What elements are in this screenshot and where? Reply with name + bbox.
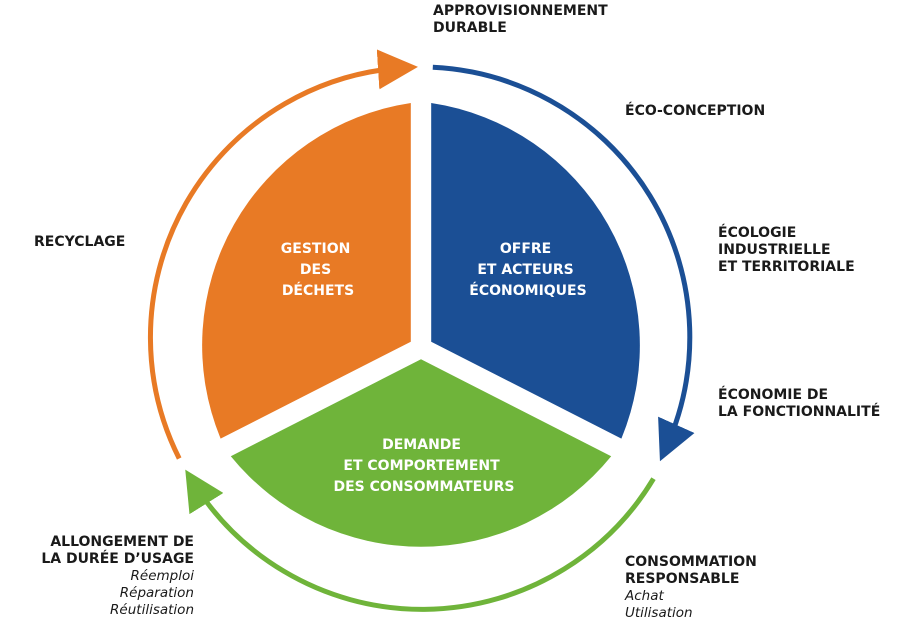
- segment-label-line: DÉCHETS: [282, 282, 354, 299]
- label-line: INDUSTRIELLE: [718, 242, 831, 258]
- label-subitem: Achat: [625, 588, 664, 604]
- segment-label-line: DES: [300, 262, 331, 278]
- label-line: ALLONGEMENT DE: [50, 534, 194, 550]
- segment-waste-management: [202, 103, 411, 439]
- segment-label-waste: GESTION DES DÉCHETS: [281, 241, 355, 299]
- segment-label-line: OFFRE: [500, 241, 551, 257]
- label-line: RECYCLAGE: [34, 234, 126, 250]
- segment-label-line: ET ACTEURS: [477, 262, 573, 278]
- label-line: DURABLE: [433, 20, 507, 36]
- label-line: LA DURÉE D’USAGE: [41, 551, 194, 567]
- label-line: CONSOMMATION: [625, 554, 757, 570]
- segment-label-line: DEMANDE: [382, 437, 461, 453]
- label-subitem: Utilisation: [625, 605, 693, 621]
- segment-label-line: DES CONSOMMATEURS: [334, 479, 515, 495]
- label-line: ET TERRITORIALE: [718, 259, 855, 275]
- label-economie-fonctionnalite: ÉCONOMIE DE LA FONCTIONNALITÉ: [718, 387, 880, 421]
- label-consommation-responsable: CONSOMMATION RESPONSABLE Achat Utilisati…: [625, 554, 757, 622]
- segment-label-line: GESTION: [281, 241, 351, 257]
- label-line: ÉCONOMIE DE: [718, 387, 829, 403]
- segment-label-line: ET COMPORTEMENT: [343, 458, 500, 474]
- label-subitem: Réutilisation: [110, 602, 194, 618]
- label-line: LA FONCTIONNALITÉ: [718, 404, 881, 420]
- label-eco-conception: ÉCO-CONCEPTION: [625, 103, 765, 120]
- segment-consumer-demand: [230, 359, 612, 547]
- label-line: APPROVISIONNEMENT: [433, 3, 608, 19]
- arrow-orange-cycle: [147, 49, 418, 460]
- segment-label-supply: OFFRE ET ACTEURS ÉCONOMIQUES: [469, 241, 586, 299]
- segment-label-demand: DEMANDE ET COMPORTEMENT DES CONSOMMATEUR…: [334, 437, 515, 495]
- label-line: ÉCOLOGIE: [718, 225, 797, 241]
- segment-economic-supply: [431, 103, 640, 439]
- arrow-green-cycle: [185, 469, 656, 612]
- label-subitem: Réemploi: [130, 568, 194, 584]
- label-recyclage: RECYCLAGE: [34, 234, 125, 251]
- label-allongement-duree-usage: ALLONGEMENT DE LA DURÉE D’USAGE Réemploi…: [41, 534, 194, 619]
- label-line: ÉCO-CONCEPTION: [625, 103, 766, 119]
- label-line: RESPONSABLE: [625, 571, 740, 587]
- label-approvisionnement-durable: APPROVISIONNEMENT DURABLE: [433, 3, 608, 37]
- arrow-blue-cycle: [432, 64, 695, 462]
- segment-label-line: ÉCONOMIQUES: [469, 282, 586, 299]
- label-ecologie-industrielle: ÉCOLOGIE INDUSTRIELLE ET TERRITORIALE: [718, 225, 855, 276]
- label-subitem: Réparation: [119, 585, 194, 601]
